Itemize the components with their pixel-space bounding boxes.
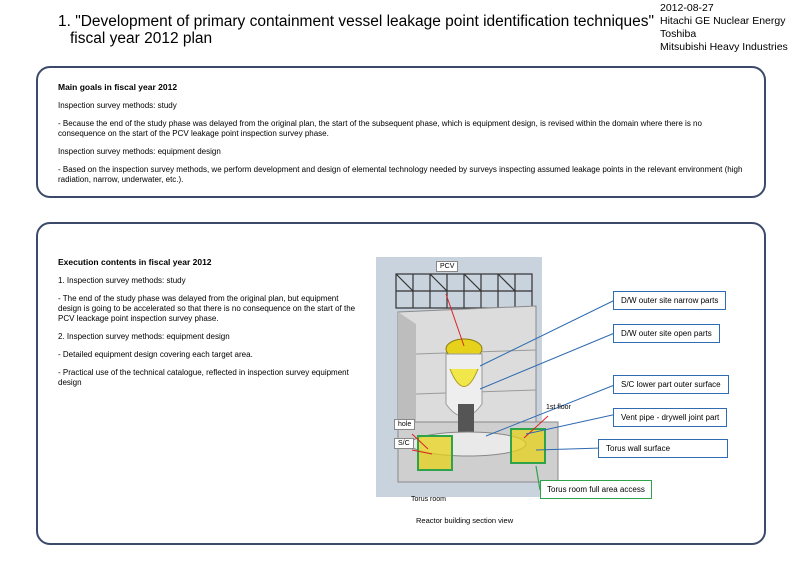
- execution-paragraph: 2. Inspection survey methods: equipment …: [58, 332, 230, 341]
- title-line-1: 1. "Development of primary containment v…: [58, 13, 655, 30]
- goals-paragraph: Inspection survey methods: study: [58, 101, 177, 110]
- execution-paragraph: - The end of the study phase was delayed…: [58, 294, 356, 323]
- callout-dw-narrow-parts: D/W outer site narrow parts: [613, 291, 727, 310]
- company-3: Mitsubishi Heavy Industries: [660, 41, 788, 53]
- page-title: 1. "Development of primary containment v…: [58, 13, 658, 47]
- roof-truss: [395, 273, 533, 309]
- diagram-caption: Reactor building section view: [416, 516, 514, 525]
- goals-paragraph: - Because the end of the study phase was…: [58, 119, 702, 138]
- execution-text: Execution contents in fiscal year 2012 1…: [58, 257, 358, 396]
- callout-torus-room-full-access: Torus room full area access: [540, 480, 652, 499]
- callout-sc-lower-surface: S/C lower part outer surface: [613, 375, 729, 394]
- torus-room-left: [417, 435, 453, 471]
- callout-vent-pipe-joint: Vent pipe - drywell joint part: [613, 408, 728, 427]
- execution-paragraph: - Detailed equipment design covering eac…: [58, 350, 253, 359]
- first-floor-label: 1st floor: [546, 404, 571, 411]
- hole-label: hole: [394, 419, 416, 430]
- pcv-label: PCV: [436, 261, 459, 272]
- company-1: Hitachi GE Nuclear Energy: [660, 15, 786, 27]
- pedestal: [458, 404, 474, 434]
- execution-paragraph: - Practical use of the technical catalog…: [58, 368, 349, 387]
- sc-label: S/C: [394, 438, 414, 449]
- execution-panel: Execution contents in fiscal year 2012 1…: [36, 222, 766, 545]
- pcv-inner: [449, 368, 479, 387]
- red-pointers: [411, 293, 549, 455]
- reactor-building-diagram: PCV hole S/C 1st floor Torus room Reacto…: [376, 254, 729, 525]
- reactor-building-illustration: [376, 257, 618, 497]
- goals-paragraph: - Based on the inspection survey methods…: [58, 165, 743, 184]
- execution-heading: Execution contents in fiscal year 2012: [58, 257, 212, 267]
- goals-panel: Main goals in fiscal year 2012 Inspectio…: [36, 66, 766, 198]
- goals-heading: Main goals in fiscal year 2012: [58, 82, 178, 92]
- callout-dw-open-parts: D/W outer site open parts: [613, 324, 720, 343]
- date-and-companies: 2012-08-27 Hitachi GE Nuclear Energy Tos…: [660, 2, 788, 54]
- execution-paragraph: 1. Inspection survey methods: study: [58, 276, 186, 285]
- green-pointer: [535, 465, 541, 491]
- callout-torus-wall-surface: Torus wall surface: [598, 439, 728, 458]
- goals-paragraph: Inspection survey methods: equipment des…: [58, 147, 221, 156]
- title-line-2: fiscal year 2012 plan: [70, 30, 213, 47]
- torus-room-label: Torus room: [411, 496, 447, 503]
- company-2: Toshiba: [660, 28, 697, 40]
- blue-pointers: [479, 298, 618, 451]
- date: 2012-08-27: [660, 2, 714, 14]
